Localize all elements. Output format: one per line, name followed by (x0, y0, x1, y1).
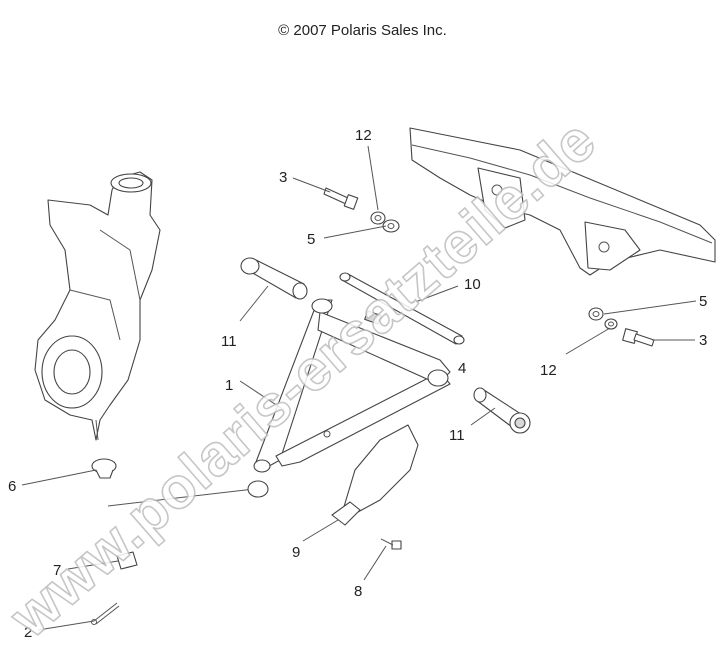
callout-numbers: 12 3 5 11 10 5 3 12 4 1 11 6 9 7 8 2 (8, 127, 707, 641)
cotter-pin (91, 602, 120, 625)
castle-nut (116, 551, 138, 570)
callout-5-top: 5 (307, 231, 315, 248)
callout-1: 1 (225, 377, 233, 394)
ball-joint-cup (91, 458, 117, 479)
ball-joint (247, 480, 269, 498)
callout-10: 10 (464, 276, 481, 293)
washer-right-small (604, 318, 618, 330)
bolt-right (622, 328, 655, 347)
callout-12-right: 12 (540, 362, 557, 379)
pivot-tube (339, 272, 465, 345)
callout-2: 2 (24, 624, 32, 641)
callout-3-top: 3 (279, 169, 287, 186)
callout-12-top: 12 (355, 127, 372, 144)
callout-3-right: 3 (699, 332, 707, 349)
callout-11-lower: 11 (449, 427, 465, 444)
callout-9: 9 (292, 544, 300, 561)
washer-top-large (382, 219, 400, 233)
callout-11-upper: 11 (221, 333, 237, 350)
copyright-notice: © 2007 Polaris Sales Inc. (278, 22, 447, 39)
screw (380, 538, 402, 550)
a-arm (253, 298, 451, 473)
skid-guard (331, 424, 419, 526)
bushing-upper (240, 257, 308, 300)
steering-knuckle (34, 171, 161, 441)
frame-section (409, 127, 716, 276)
callout-5-right: 5 (699, 293, 707, 310)
callout-7: 7 (53, 562, 61, 579)
washer-top-small (370, 211, 386, 225)
callout-6: 6 (8, 478, 16, 495)
washer-right-large (588, 307, 604, 321)
leader-lines (21, 145, 697, 631)
callout-4: 4 (458, 360, 466, 377)
callout-8: 8 (354, 583, 362, 600)
bushing-lower (473, 387, 531, 434)
